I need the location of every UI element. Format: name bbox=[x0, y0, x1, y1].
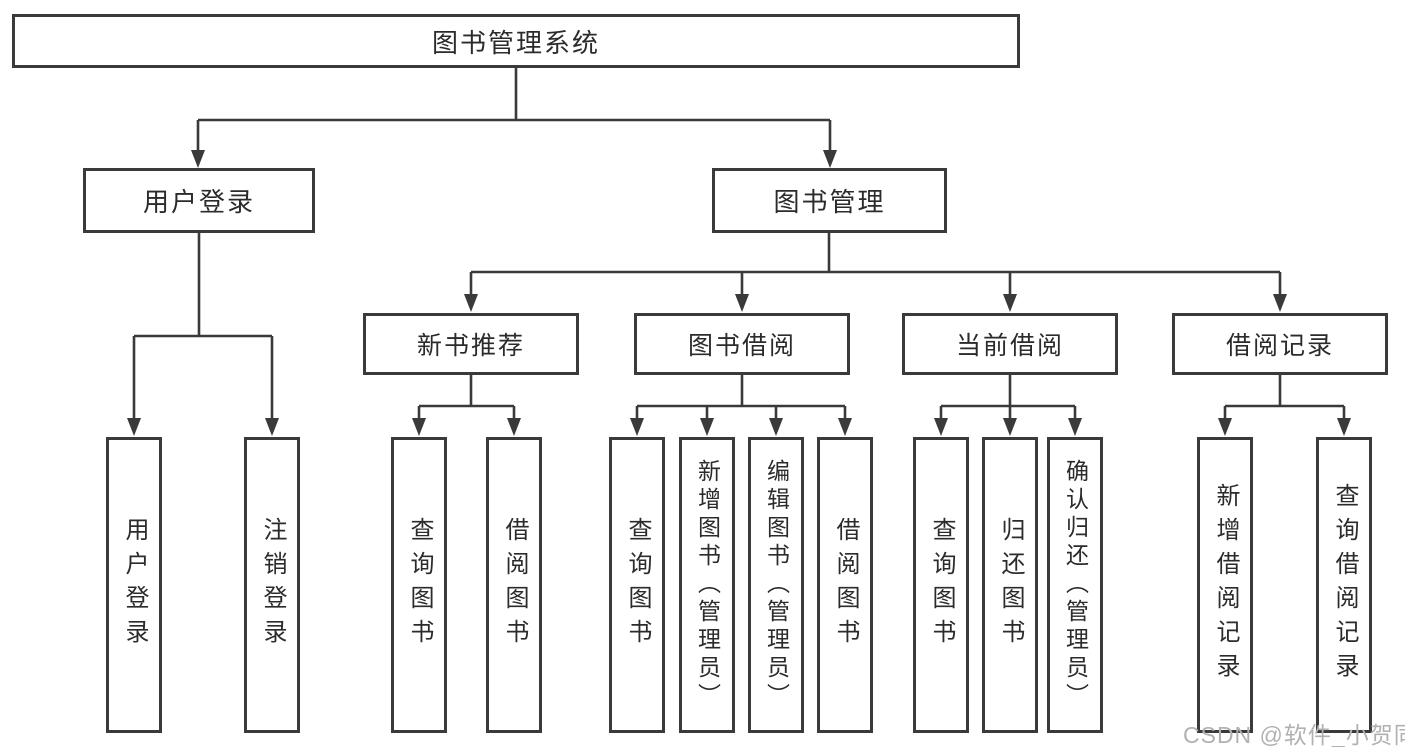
node-new-book-recommend: 新书推荐 bbox=[363, 313, 579, 375]
leaf-user-login: 用户登录 bbox=[106, 437, 162, 733]
leaf-edit-books-admin: 编辑图书（管理员） bbox=[748, 437, 804, 733]
node-borrow-records: 借阅记录 bbox=[1172, 313, 1388, 375]
node-current-borrow: 当前借阅 bbox=[902, 313, 1118, 375]
arrowhead-icons bbox=[127, 150, 1351, 436]
node-book-management: 图书管理 bbox=[712, 168, 947, 233]
leaf-add-borrow-record: 新增借阅记录 bbox=[1197, 437, 1253, 733]
leaf-query-books-current-label: 查询图书 bbox=[928, 517, 955, 653]
leaf-query-books-current: 查询图书 bbox=[913, 437, 969, 733]
node-user-login: 用户登录 bbox=[83, 168, 315, 233]
node-user-login-label: 用户登录 bbox=[142, 187, 255, 217]
node-book-borrow-label: 图书借阅 bbox=[687, 332, 796, 360]
leaf-query-books-recommend: 查询图书 bbox=[391, 437, 447, 733]
node-new-book-recommend-label: 新书推荐 bbox=[416, 332, 525, 360]
leaf-borrow-books-recommend: 借阅图书 bbox=[486, 437, 542, 733]
leaf-add-books-admin: 新增图书（管理员） bbox=[679, 437, 735, 733]
node-root: 图书管理系统 bbox=[12, 14, 1020, 68]
csdn-watermark: CSDN @软件_小贺同学 bbox=[1183, 722, 1405, 747]
node-borrow-records-label: 借阅记录 bbox=[1225, 332, 1334, 360]
leaf-logout-label: 注销登录 bbox=[259, 517, 286, 653]
leaf-user-login-label: 用户登录 bbox=[121, 517, 148, 653]
leaf-edit-books-admin-label: 编辑图书（管理员） bbox=[763, 459, 790, 711]
node-root-label: 图书管理系统 bbox=[431, 27, 600, 58]
leaf-borrow-books: 借阅图书 bbox=[817, 437, 873, 733]
leaf-query-borrow-record: 查询借阅记录 bbox=[1316, 437, 1372, 733]
leaf-query-borrow-record-label: 查询借阅记录 bbox=[1331, 483, 1358, 687]
leaf-borrow-books-label: 借阅图书 bbox=[832, 517, 859, 653]
node-book-management-label: 图书管理 bbox=[773, 187, 886, 217]
leaf-add-books-admin-label: 新增图书（管理员） bbox=[694, 459, 721, 711]
leaf-return-books: 归还图书 bbox=[982, 437, 1038, 733]
leaf-query-books-borrow-label: 查询图书 bbox=[624, 517, 651, 653]
leaf-confirm-return-admin-label: 确认归还（管理员） bbox=[1062, 459, 1089, 711]
leaf-confirm-return-admin: 确认归还（管理员） bbox=[1047, 437, 1103, 733]
leaf-query-books-borrow: 查询图书 bbox=[609, 437, 665, 733]
node-current-borrow-label: 当前借阅 bbox=[955, 332, 1064, 360]
leaf-borrow-books-recommend-label: 借阅图书 bbox=[501, 517, 528, 653]
leaf-logout: 注销登录 bbox=[244, 437, 300, 733]
leaf-add-borrow-record-label: 新增借阅记录 bbox=[1212, 483, 1239, 687]
leaf-query-books-recommend-label: 查询图书 bbox=[406, 517, 433, 653]
node-book-borrow: 图书借阅 bbox=[634, 313, 850, 375]
leaf-return-books-label: 归还图书 bbox=[997, 517, 1024, 653]
